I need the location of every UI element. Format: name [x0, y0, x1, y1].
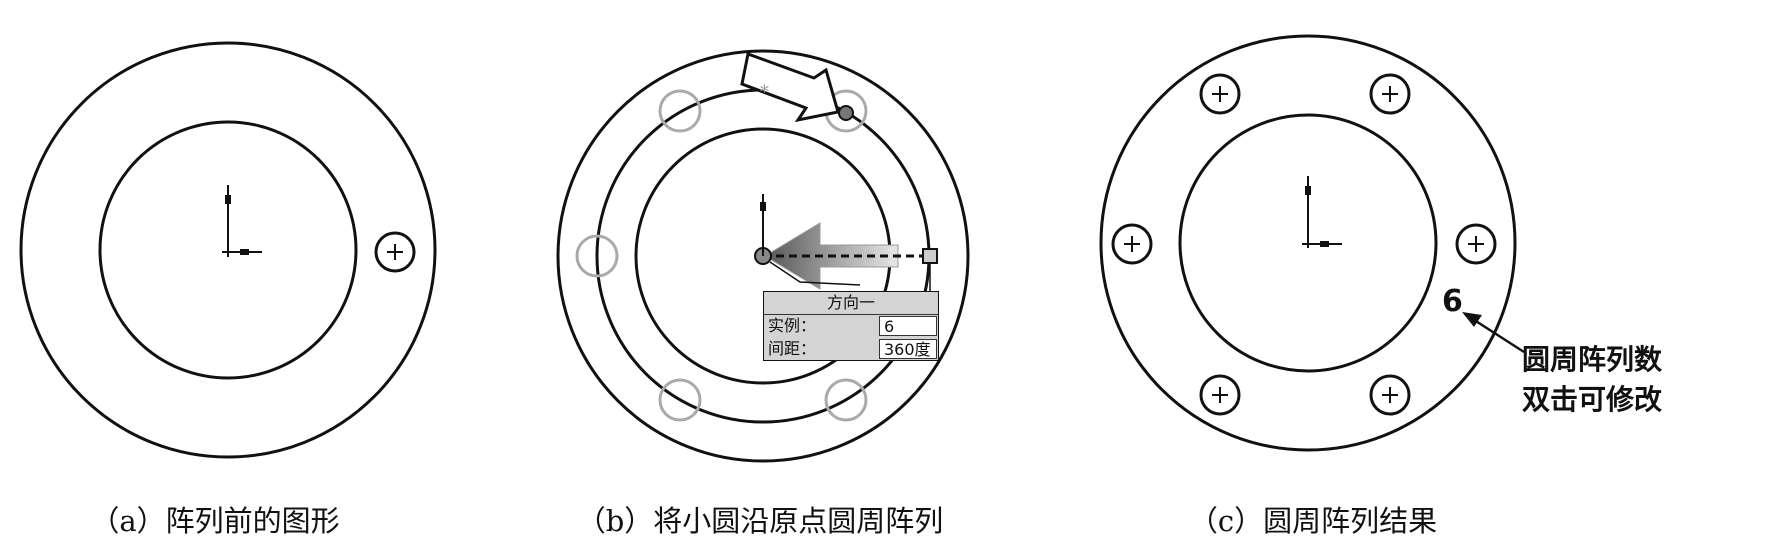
- caption-a: （a）阵列前的图形: [90, 504, 340, 538]
- origin-axis-icon: [222, 185, 262, 257]
- instance-label: 实例：: [768, 316, 817, 335]
- pattern-instance: [1369, 374, 1411, 416]
- plus-icon: [1468, 236, 1484, 252]
- plus-icon: [1382, 86, 1398, 102]
- plus-icon: [1212, 86, 1228, 102]
- annotation-leader: [1467, 314, 1525, 354]
- annotation-arrowhead: [1462, 312, 1482, 327]
- ghost-circle: [658, 378, 702, 422]
- patterned-circles: [1111, 73, 1497, 416]
- spacing-field[interactable]: 360度: [879, 339, 937, 359]
- plus-icon: [1212, 387, 1228, 403]
- popup-row-spacing: 间距： 360度: [764, 338, 938, 361]
- pattern-instance: [1455, 223, 1497, 265]
- popup-leader: [769, 261, 861, 286]
- panel-a: [19, 41, 437, 459]
- plus-icon: [387, 244, 403, 260]
- popup-row-instances: 实例： 6: [764, 315, 938, 338]
- pattern-instance: [1199, 73, 1241, 115]
- drag-handle-top[interactable]: [838, 105, 854, 121]
- ghost-circle: [658, 89, 702, 133]
- star-marker: *: [760, 82, 769, 103]
- end-handle[interactable]: [922, 248, 938, 264]
- pattern-instance: [1369, 73, 1411, 115]
- popup-title: 方向一: [764, 292, 938, 315]
- plus-icon: [1382, 387, 1398, 403]
- outer-ring: [1099, 34, 1517, 452]
- annotation-line-2: 双击可修改: [1522, 383, 1663, 416]
- plus-icon: [1124, 236, 1140, 252]
- outer-ring: [19, 41, 437, 459]
- ghost-circle: [824, 378, 868, 422]
- pattern-instance: [1199, 374, 1241, 416]
- panel-c: [1099, 34, 1525, 452]
- origin-axis-icon: [1302, 176, 1342, 248]
- pattern-direction-popup: 方向一 实例： 6 间距： 360度: [763, 291, 939, 361]
- origin-axis-icon: [760, 194, 766, 256]
- annotation-line-1: 圆周阵列数: [1522, 343, 1663, 376]
- small-circle: [374, 231, 416, 273]
- inner-circle: [1178, 113, 1438, 373]
- drag-arrow-icon[interactable]: [740, 51, 840, 123]
- panel-b: *: [556, 49, 970, 463]
- pattern-count-label[interactable]: 6: [1442, 284, 1463, 319]
- instance-count-field[interactable]: 6: [879, 316, 937, 336]
- caption-c: （c）圆周阵列结果: [1188, 504, 1438, 538]
- pattern-instance: [1111, 223, 1153, 265]
- spacing-label: 间距：: [768, 339, 817, 358]
- caption-b: （b）将小圆沿原点圆周阵列: [576, 504, 944, 538]
- outer-ring: [556, 49, 970, 463]
- ghost-circle: [575, 234, 619, 278]
- inner-circle: [98, 120, 358, 380]
- annotation-text: 圆周阵列数 双击可修改: [1522, 340, 1662, 420]
